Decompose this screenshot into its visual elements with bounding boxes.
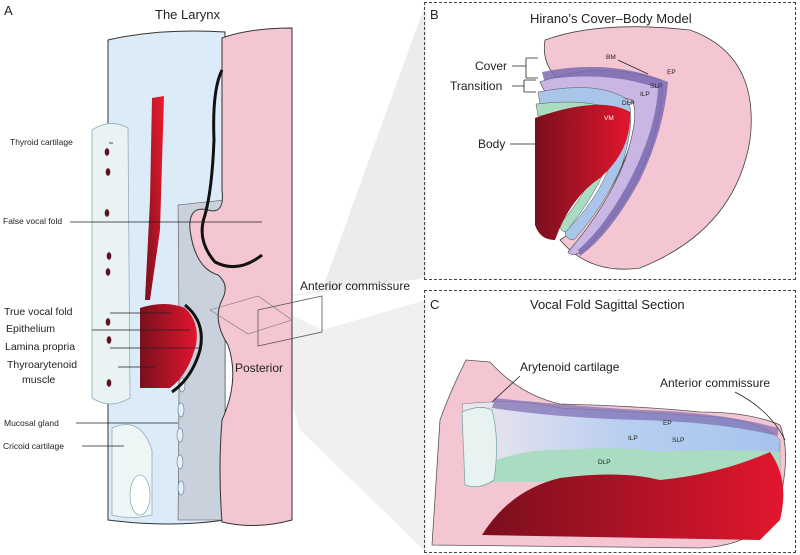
label-true-vocal-fold: True vocal fold — [4, 306, 73, 318]
thyroid-cartilage-shape — [91, 123, 131, 405]
label-cover: Cover — [475, 59, 508, 73]
panel-c-frame — [424, 290, 796, 553]
label-ilp-b: ILP — [640, 91, 650, 98]
label-slp-b: SLP — [650, 83, 663, 90]
label-dlp-c: DLP — [598, 459, 611, 466]
label-ilp-c: ILP — [628, 435, 638, 442]
panel-b-body-muscle — [535, 104, 631, 241]
label-bm: BM — [606, 54, 616, 61]
false-fold-edge — [200, 69, 263, 269]
label-thyroarytenoid: Thyroarytenoid — [7, 359, 78, 371]
label-mucosal-gland: Mucosal gland — [4, 418, 59, 428]
label-anterior-commissure-c: Anterior commissure — [660, 376, 771, 390]
label-false-vocal-fold: False vocal fold — [3, 216, 63, 226]
larynx-front-slab — [189, 27, 293, 527]
label-ep-c: EP — [663, 420, 672, 427]
panel-a-letter: A — [4, 3, 13, 18]
panel-b-title: Hirano’s Cover–Body Model — [530, 11, 692, 26]
label-anterior-commissure-a: Anterior commissure — [300, 279, 411, 293]
anterior-commissure-plane — [257, 295, 323, 347]
label-dlp-b: DLP — [622, 100, 635, 107]
label-epithelium: Epithelium — [6, 323, 56, 335]
label-slp-c: SLP — [672, 437, 685, 444]
panel-c-arytenoid — [461, 407, 497, 488]
label-cricoid-cartilage: Cricoid cartilage — [3, 441, 64, 451]
ventricular-muscle — [145, 96, 164, 300]
panel-c-muscle — [482, 452, 784, 540]
panel-c-letter: C — [430, 297, 440, 312]
true-fold-epithelium — [171, 303, 203, 394]
panel-a-title: The Larynx — [155, 7, 221, 22]
projection-wedge-c — [262, 300, 426, 552]
projection-wedge-b — [262, 2, 426, 300]
label-arytenoid-cartilage: Arytenoid cartilage — [520, 360, 620, 374]
panel-c-purple — [492, 398, 778, 436]
label-thyroid-cartilage: Thyroid cartilage — [10, 137, 73, 147]
label-posterior: Posterior — [235, 361, 284, 375]
panel-a-pointers — [70, 142, 262, 447]
panel-c-title: Vocal Fold Sagittal Section — [530, 297, 685, 312]
section-plane — [209, 295, 293, 335]
label-ep-b: EP — [667, 69, 676, 76]
panel-b-purple-band — [542, 66, 668, 256]
label-lamina-propria: Lamina propria — [5, 341, 76, 353]
label-muscle: muscle — [22, 374, 56, 386]
thyroid-cartilage-dots — [104, 147, 112, 388]
panel-b-frame — [424, 2, 796, 280]
panel-c-pointers — [491, 375, 786, 441]
label-transition: Transition — [450, 79, 503, 93]
panel-b-letter: B — [430, 7, 439, 22]
panel-b-pointers — [510, 57, 649, 145]
label-body: Body — [478, 137, 506, 151]
label-vm: VM — [604, 115, 614, 122]
